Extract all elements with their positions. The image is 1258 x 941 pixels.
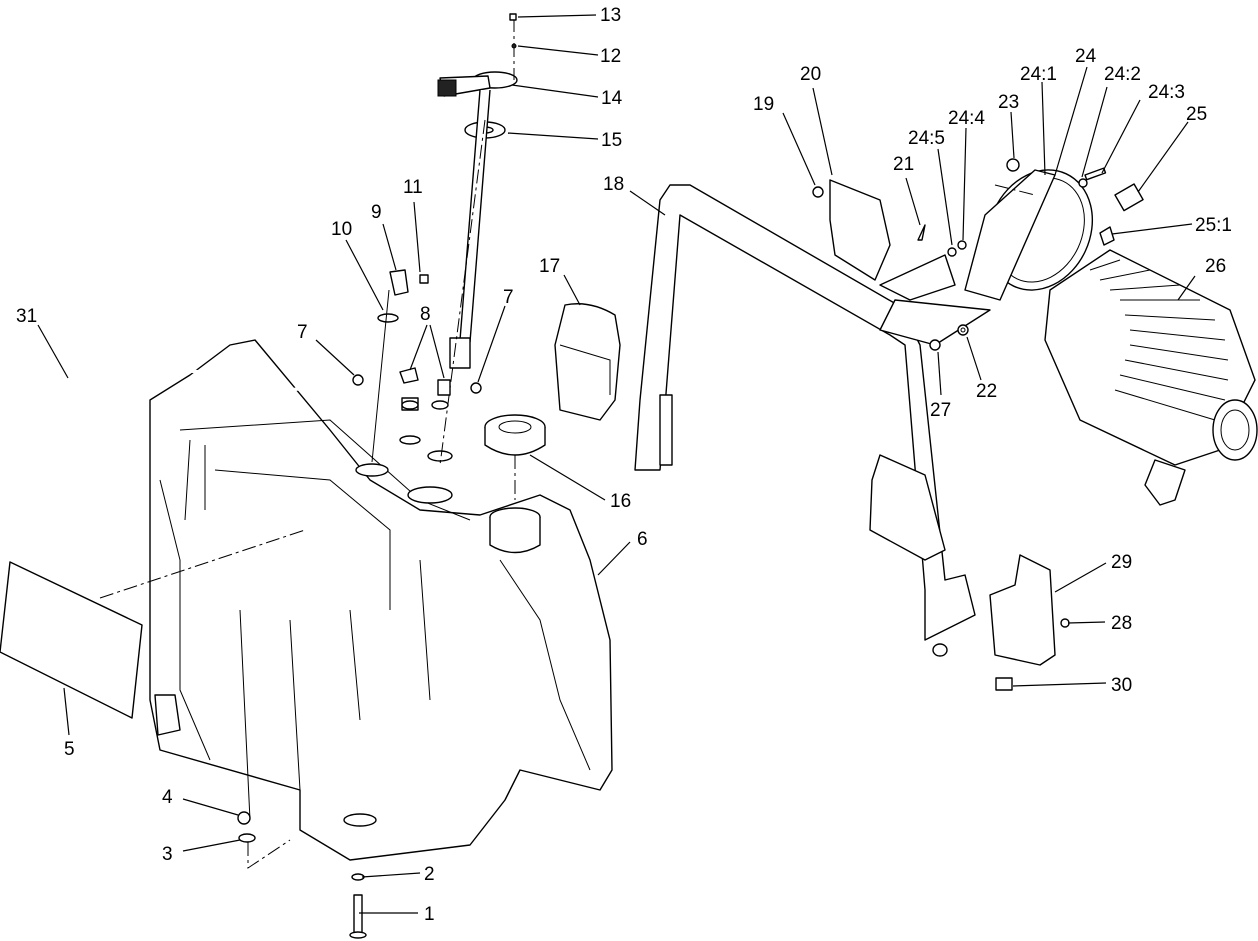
- callout-25-1: 25:1: [1195, 215, 1232, 236]
- callout-27: 27: [930, 400, 951, 421]
- callout-24-1: 24:1: [1020, 64, 1057, 85]
- mounting-frame: [634, 184, 976, 657]
- air-cleaner: [1044, 183, 1258, 506]
- callout-10: 10: [331, 219, 352, 240]
- callout-25: 25: [1186, 104, 1207, 125]
- callout-29: 29: [1111, 552, 1132, 573]
- fuel-cap: [484, 414, 546, 500]
- callout-26: 26: [1205, 256, 1226, 277]
- callout-9: 9: [371, 202, 382, 223]
- callout-15: 15: [601, 130, 622, 151]
- callout-1: 1: [424, 904, 435, 925]
- callout-22: 22: [976, 381, 997, 402]
- callout-24-2: 24:2: [1104, 64, 1141, 85]
- air-cleaner-mount: [947, 158, 1107, 301]
- callout-14: 14: [601, 88, 623, 109]
- decal: [0, 561, 143, 719]
- callout-8: 8: [420, 304, 431, 325]
- callout-13: 13: [600, 5, 621, 26]
- callout-12: 12: [600, 46, 621, 67]
- callout-28: 28: [1111, 613, 1132, 634]
- fuel-hose: [61, 367, 351, 394]
- callout-18: 18: [603, 174, 624, 195]
- callout-20: 20: [800, 64, 821, 85]
- callout-24-4: 24:4: [948, 108, 985, 129]
- callout-6: 6: [637, 529, 648, 550]
- callout-3: 3: [162, 844, 173, 865]
- callout-17: 17: [539, 256, 560, 277]
- shield-left: [554, 303, 621, 421]
- callout-24-5: 24:5: [908, 128, 945, 149]
- leader-lines: [37, 14, 1196, 914]
- callout-labels: 1 2 3 4 5 6 7 7 8 9 10 11 12 13 14 15 16…: [16, 5, 1232, 925]
- callout-5: 5: [64, 739, 75, 760]
- callout-4: 4: [162, 787, 173, 808]
- callout-23: 23: [998, 92, 1019, 113]
- shield-right: [989, 554, 1056, 666]
- callout-19: 19: [753, 94, 774, 115]
- callout-11: 11: [403, 177, 423, 198]
- callout-24-3: 24:3: [1148, 82, 1185, 103]
- fuel-sender-assembly: [437, 13, 518, 466]
- callout-21: 21: [893, 154, 914, 175]
- fuel-tank: [149, 339, 613, 861]
- callout-2: 2: [424, 864, 435, 885]
- callout-24: 24: [1075, 46, 1097, 67]
- bracket: [829, 179, 891, 281]
- callout-31: 31: [16, 306, 37, 327]
- vent-fittings: [352, 269, 482, 463]
- callout-7-left: 7: [297, 322, 308, 343]
- callout-7-right: 7: [503, 287, 514, 308]
- callout-30: 30: [1111, 675, 1132, 696]
- callout-16: 16: [610, 491, 631, 512]
- tank-hardware: [237, 811, 367, 939]
